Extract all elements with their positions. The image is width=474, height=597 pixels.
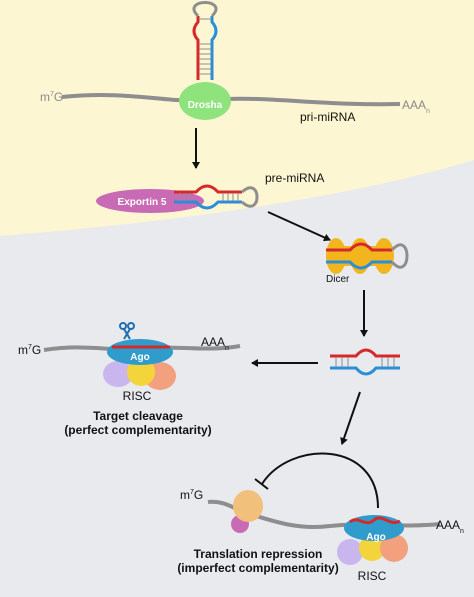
- cleavage-subtitle: (perfect complementarity): [64, 423, 211, 437]
- inhibition-arc: [261, 452, 379, 509]
- pri-mirna-group: Drosha m7G AAAn pri-miRNA: [40, 1, 430, 124]
- base-pairs-duplex: [335, 357, 395, 367]
- cap-top-label: m7G: [40, 90, 63, 104]
- drosha-label: Drosha: [188, 100, 223, 111]
- exportin-5: [96, 189, 204, 213]
- risc-purple-left: [103, 361, 133, 387]
- risc-left-label: RISC: [123, 389, 152, 403]
- cap-left-label: m7G: [18, 343, 41, 357]
- cap-bottom-label: m7G: [180, 488, 203, 502]
- polya-top-label: AAAn: [402, 98, 430, 115]
- pre-mirna-group: Exportin 5 pre-miRNA: [96, 171, 324, 213]
- pri-mirna-label: pri-miRNA: [300, 110, 355, 124]
- repression-title: Translation repression: [194, 547, 323, 561]
- polya-left-label: AAAn: [201, 335, 229, 352]
- inhibition-bar: [254, 478, 269, 490]
- risc-right-label: RISC: [358, 569, 387, 583]
- dicer-blue: [326, 260, 392, 270]
- pre-mirna-loop: [240, 186, 259, 208]
- repression-subtitle: (imperfect complementarity): [177, 561, 338, 575]
- exportin-label: Exportin 5: [118, 197, 167, 208]
- dicer-group: Dicer: [326, 238, 409, 285]
- duplex-red: [330, 348, 400, 358]
- scissors-icon: [119, 322, 135, 340]
- dicer-loop: [390, 243, 409, 269]
- ago-right-label: Ago: [366, 532, 385, 543]
- risc-yellow-right: [359, 535, 385, 561]
- pre-mirna-red: [174, 184, 242, 194]
- duplex-blue: [330, 366, 400, 376]
- repression-group: Ago m7G AAAn RISC Translation repression…: [177, 452, 464, 583]
- cleavage-title: Target cleavage: [93, 409, 183, 423]
- pre-mirna-blue: [174, 200, 242, 210]
- nucleus-region: [0, 0, 474, 236]
- arrow-to-repression: [340, 391, 361, 445]
- base-pairs-pre: [179, 193, 239, 201]
- risc-purple-right: [337, 539, 363, 565]
- base-pairs-top: [199, 18, 211, 75]
- dicer-red: [326, 242, 392, 252]
- mirna-strand-top: [192, 16, 200, 80]
- risc-orange-right: [380, 534, 408, 562]
- ribosome-large-subunit: [233, 490, 263, 522]
- passenger-strand-top: [210, 16, 218, 80]
- polya-right-label: AAAn: [436, 518, 464, 535]
- terminal-loop-top: [192, 1, 218, 18]
- risc-yellow-left: [127, 358, 155, 386]
- arrow-export: [267, 211, 331, 242]
- ago-left-label: Ago: [130, 352, 149, 363]
- drosha-enzyme: [179, 82, 231, 120]
- guide-strand-right: [349, 516, 401, 525]
- cleavage-group: Ago m7G AAAn RISC Target cleavage (perfe…: [18, 322, 241, 437]
- pre-mirna-label: pre-miRNA: [265, 171, 324, 185]
- dicer-label: Dicer: [326, 274, 350, 285]
- mirna-duplex: [330, 348, 400, 376]
